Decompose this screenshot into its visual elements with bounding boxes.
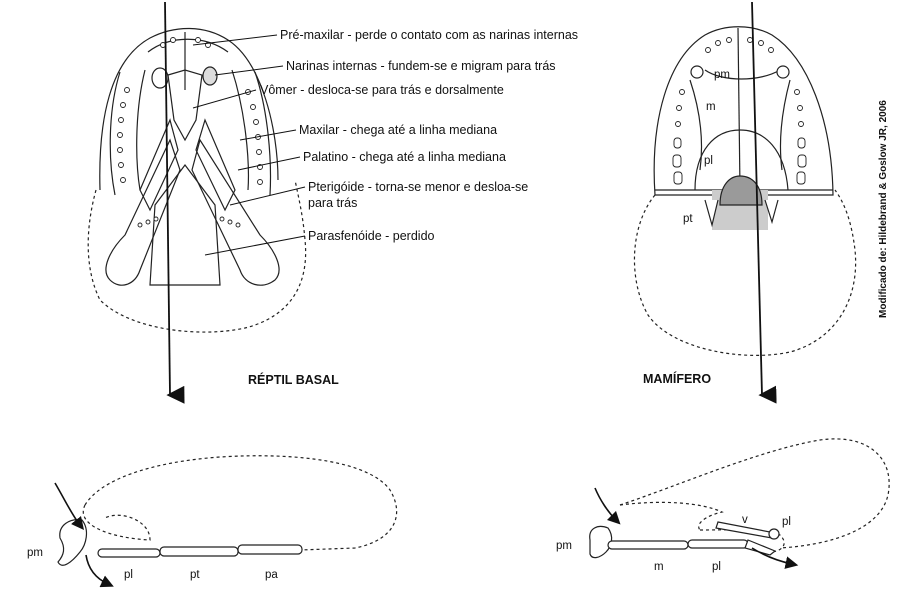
mammal-title: MAMÍFERO [643,371,711,386]
mammal-sagittal-palatine [688,540,748,548]
reptile-sagittal-label-pt: pt [190,569,200,581]
mammal-sagittal-label-pl2: pl [782,516,791,528]
mammal-sagittal-pl-bone [769,529,779,539]
mammal-label-m: m [706,101,716,113]
reptile-airflow-arrow-out [86,555,108,584]
mammal-incisive-foramen-left [691,66,703,78]
mammal-label-pl: pl [704,155,713,167]
reptile-internal-naris-right [203,67,217,85]
reptile-sagittal-premaxilla [58,520,86,566]
mammal-sagittal-label-pm: pm [556,540,572,552]
reptile-airflow-arrow-in [55,483,80,525]
mammal-sagittal-label-pl: pl [712,561,721,573]
mammal-sagittal-label-v: v [742,514,748,526]
mammal-sagittal-premaxilla [590,527,612,558]
annotation-palatine: Palatino - chega até a linha mediana [303,150,506,164]
mammal-skull-ventral [634,27,855,356]
reptile-sagittal-palatine [98,549,160,557]
reptile-parasphenoid [150,165,220,285]
reptile-sagittal-pterygoid [160,547,238,556]
annotation-vomer: Vômer - desloca-se para trás e dorsalmen… [260,83,504,97]
reptile-sagittal-label-pa: pa [265,569,278,581]
reptile-sagittal-label-pl: pl [124,569,133,581]
annotation-maxilla: Maxilar - chega até a linha mediana [299,123,497,137]
mammal-skull-sagittal [590,439,889,558]
reptile-sagittal-label-pm: pm [27,547,43,559]
reptile-title: RÉPTIL BASAL [248,372,339,387]
mammal-airflow-arrow-in [595,488,616,520]
annotation-premaxilla: Pré-maxilar - perde o contato com as nar… [280,28,578,42]
reptile-pterygoid-right [192,140,279,285]
reptile-sagittal-parasphenoid [238,545,302,554]
mammal-sagittal-label-m: m [654,561,664,573]
mammal-label-pt: pt [683,213,693,225]
reptile-skull-ventral [88,28,305,332]
mammal-sagittal-maxilla [608,541,688,549]
mammal-label-pm: pm [714,69,730,81]
reptile-midline-arrow [165,2,170,395]
mammal-snout [654,27,833,195]
figure-credit: Modificado de: Hildebrand & Goslow JR, 2… [878,100,889,318]
annotation-pterygoid-cont: para trás [308,196,357,210]
mammal-incisive-foramen-right [777,66,789,78]
reptile-sagittal-skull-outline [85,456,397,550]
reptile-skull-rear-outline [88,180,305,332]
reptile-skull-sagittal [58,456,397,566]
annotation-pterygoid: Pterigóide - torna-se menor e desloa-se [308,180,528,194]
annotation-parasphenoid: Parasfenóide - perdido [308,229,435,243]
annotation-internal-nares: Narinas internas - fundem-se e migram pa… [286,59,556,73]
